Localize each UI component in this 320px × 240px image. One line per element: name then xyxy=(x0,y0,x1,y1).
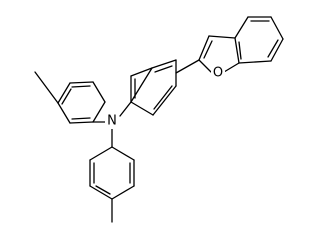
bond xyxy=(89,185,113,200)
double-bond-inner xyxy=(95,185,111,195)
furan-ring xyxy=(198,35,240,73)
bond xyxy=(111,146,135,161)
bond xyxy=(57,82,71,104)
bond xyxy=(234,16,249,39)
bond xyxy=(270,38,284,62)
bond xyxy=(223,62,240,73)
double-bond-inner xyxy=(203,40,213,59)
bond xyxy=(92,81,106,103)
bond xyxy=(198,59,212,73)
bond xyxy=(89,146,113,161)
bond xyxy=(57,102,71,124)
benzo-ring xyxy=(234,16,284,64)
bond xyxy=(208,35,236,39)
tolyl-ring-lower xyxy=(89,146,135,200)
n-bond-phenylene xyxy=(119,101,132,117)
structure-canvas: N O xyxy=(34,16,284,223)
double-bond-inner xyxy=(71,117,91,120)
biaryl-bond xyxy=(175,59,200,74)
double-bond-inner xyxy=(61,88,72,105)
methyl-bond-upper xyxy=(34,71,59,104)
bond xyxy=(69,121,94,124)
bond xyxy=(130,101,154,116)
phenylene-ring xyxy=(130,59,177,116)
double-bond-inner xyxy=(153,85,173,110)
double-bond-inner xyxy=(154,65,173,73)
tolyl-ring-upper xyxy=(57,81,106,124)
bond xyxy=(92,101,106,123)
bond xyxy=(238,60,272,64)
double-bond-inner xyxy=(238,41,242,60)
bond xyxy=(130,67,153,103)
bond xyxy=(270,16,284,40)
bond xyxy=(198,35,210,61)
bond xyxy=(152,85,177,116)
nitrogen-label: N xyxy=(107,114,117,129)
bond xyxy=(130,67,153,77)
nitrogen-atom: N xyxy=(105,113,119,129)
double-bond-inner xyxy=(267,39,279,58)
bond xyxy=(151,59,177,69)
bond xyxy=(69,81,94,84)
bond xyxy=(111,185,135,200)
chemical-structure-diagram: N O xyxy=(34,16,284,223)
double-bond-inner xyxy=(71,85,91,88)
oxygen-atom: O xyxy=(211,65,225,81)
oxygen-label: O xyxy=(213,66,223,81)
bond xyxy=(234,37,240,64)
